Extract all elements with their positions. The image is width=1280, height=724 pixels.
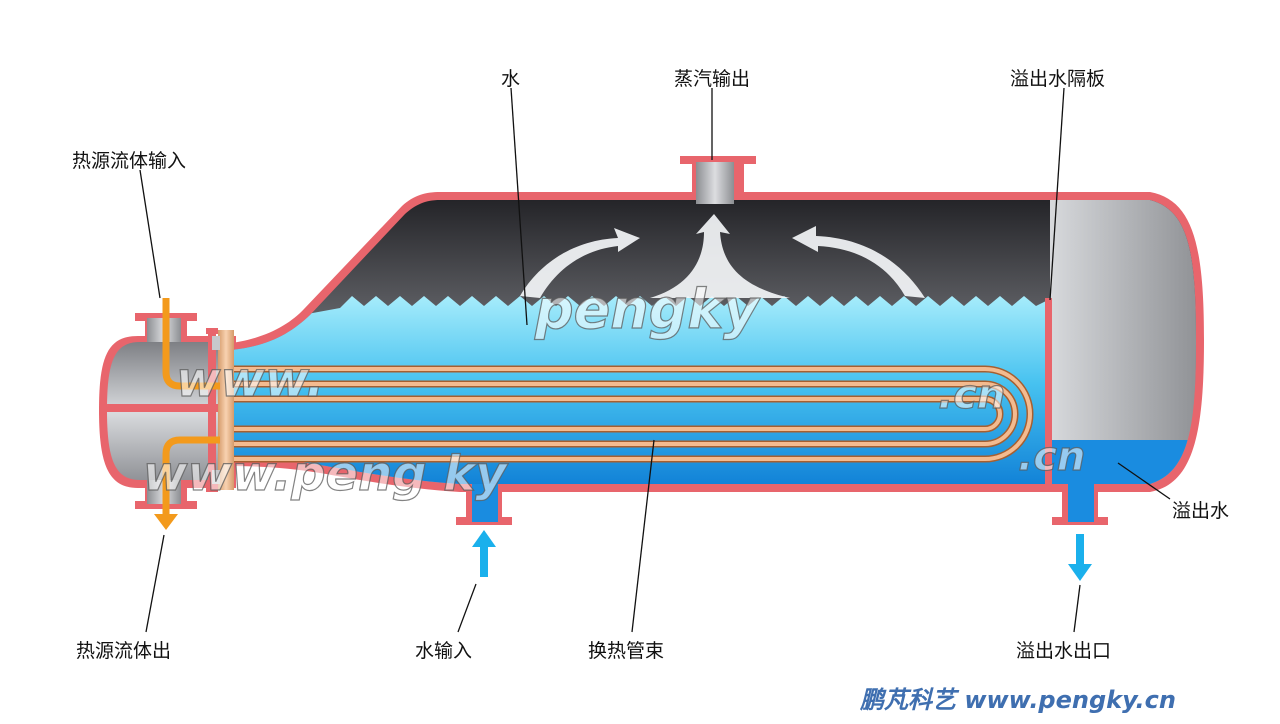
watermark: pengky www. .cn www.peng ky .cn xyxy=(142,277,1086,502)
label-overflow-baffle: 溢出水隔板 xyxy=(1010,68,1106,90)
site-credit: 鹏芃科艺 www.pengky.cn xyxy=(859,686,1176,714)
label-heat-fluid-in: 热源流体输入 xyxy=(72,150,187,172)
arrow-up-icon xyxy=(472,530,496,547)
label-steam-out: 蒸汽输出 xyxy=(674,68,751,90)
leader-lines xyxy=(139,87,1171,633)
curved-arrow-icon xyxy=(520,228,640,298)
water-inlet-arrow xyxy=(472,530,496,577)
label-water: 水 xyxy=(501,68,521,90)
svg-text:www.peng ky: www.peng ky xyxy=(143,446,508,502)
label-water-in: 水输入 xyxy=(415,640,473,662)
label-tube-bundle: 换热管束 xyxy=(588,640,665,662)
tube-bundle xyxy=(228,365,1034,463)
tube-sheet xyxy=(218,330,234,490)
overflow-outlet-arrow xyxy=(1068,534,1092,581)
overflow-compartment xyxy=(1050,200,1196,484)
overflow-baffle xyxy=(1045,298,1052,486)
curved-arrow-icon xyxy=(792,226,925,298)
steam-arrows xyxy=(520,214,925,298)
svg-text:www.: www. xyxy=(176,352,324,408)
label-heat-fluid-out: 热源流体出 xyxy=(76,640,172,662)
pass-partition xyxy=(107,404,225,412)
hot-fluid-flow xyxy=(162,298,220,516)
svg-text:pengky: pengky xyxy=(534,278,761,341)
curved-arrow-icon xyxy=(650,214,790,298)
arrow-down-icon xyxy=(154,514,178,530)
svg-text:.cn: .cn xyxy=(1018,434,1085,480)
label-overflow-water: 溢出水 xyxy=(1172,500,1230,522)
svg-text:.cn: .cn xyxy=(938,372,1005,418)
label-overflow-outlet: 溢出水出口 xyxy=(1016,640,1112,662)
arrow-down-icon xyxy=(1068,564,1092,581)
